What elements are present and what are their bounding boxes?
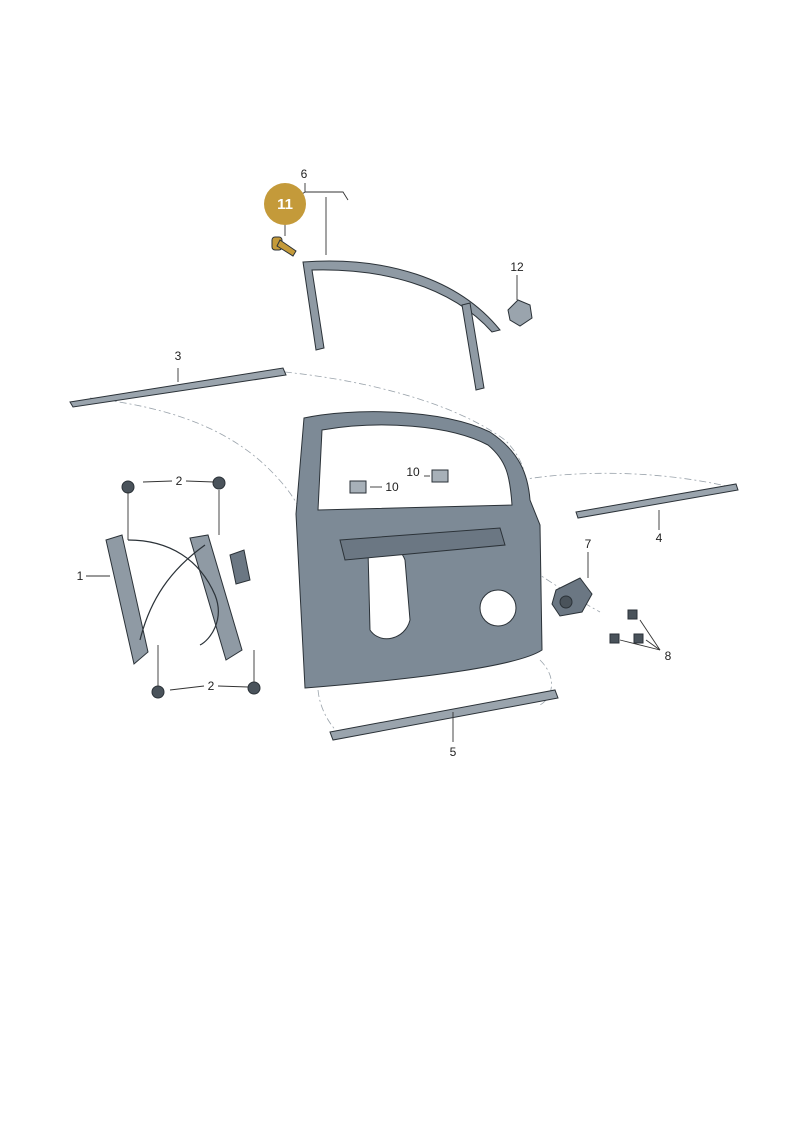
callout-label-8: 8 <box>665 649 672 663</box>
callout-label-4: 4 <box>656 531 663 545</box>
callout-label-10-left: 10 <box>385 480 399 494</box>
bolts-part-8 <box>609 609 644 644</box>
callout-label-6: 6 <box>301 167 308 181</box>
screw-part-11 <box>271 236 297 257</box>
outer-window-strip <box>575 483 739 519</box>
callout-labels: 6 12 3 2 1 2 10 10 4 7 8 5 <box>77 167 672 759</box>
callout-label-1: 1 <box>77 569 84 583</box>
window-regulator <box>105 534 251 665</box>
door-shell <box>295 411 543 689</box>
inner-window-strip <box>69 367 287 408</box>
leader-lines <box>86 183 661 742</box>
pads-part-10 <box>349 469 449 494</box>
callout-badge-11: 11 <box>264 183 306 225</box>
callout-label-3: 3 <box>175 349 182 363</box>
callout-label-7: 7 <box>585 537 592 551</box>
callout-label-5: 5 <box>450 745 457 759</box>
clip-part-12 <box>507 299 533 327</box>
motor-part-7 <box>551 577 593 617</box>
callout-label-2-bottom: 2 <box>208 679 215 693</box>
grommets-part-2 <box>121 476 261 699</box>
callout-label-12: 12 <box>510 260 524 274</box>
callout-label-10-right: 10 <box>406 465 420 479</box>
callout-label-11: 11 <box>277 196 293 213</box>
callout-label-2-top: 2 <box>176 474 183 488</box>
sill-seal <box>329 689 559 741</box>
window-frame-trim <box>302 260 501 391</box>
